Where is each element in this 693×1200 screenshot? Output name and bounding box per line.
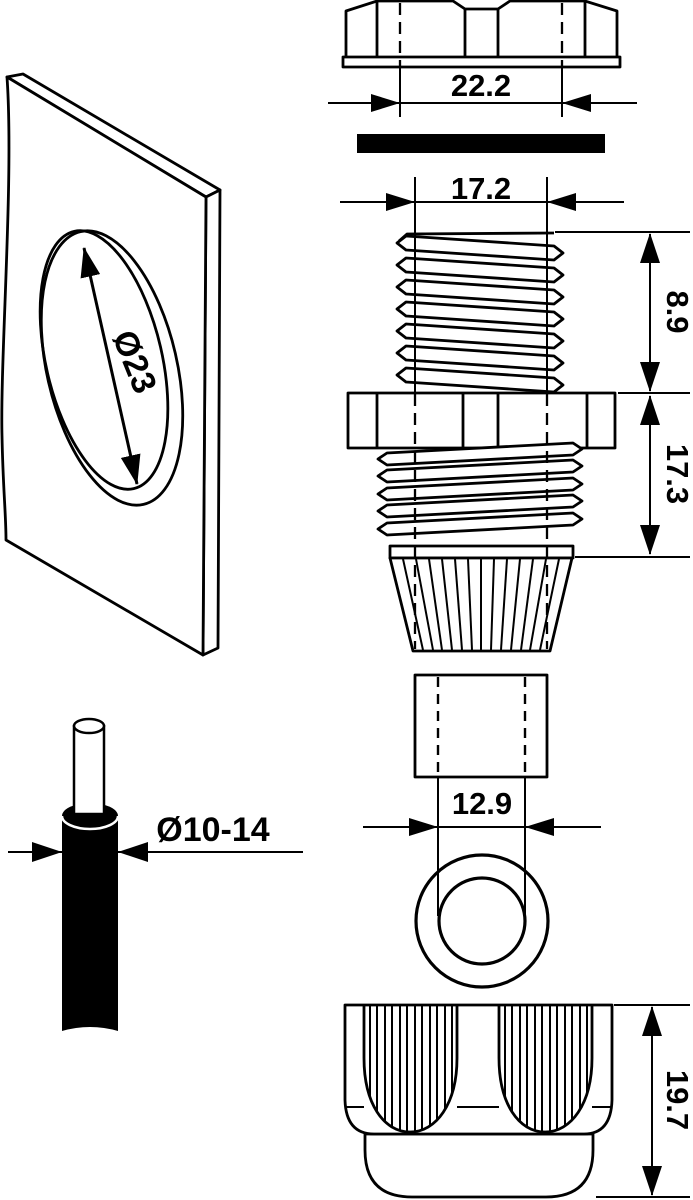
dimension-dome-nut-height: 19.7 — [596, 1004, 693, 1198]
clamp-cone-view — [388, 556, 574, 653]
dome-nut-grip-hatch-left — [369, 1005, 453, 1132]
dimension-cable-diameter: Ø10-14 — [8, 811, 303, 862]
dimension-thread-diameter: 17.2 — [340, 171, 624, 392]
body-thread-length-label: 17.3 — [660, 444, 693, 504]
cable-diameter-label: Ø10-14 — [156, 811, 269, 849]
thread-diameter-label: 17.2 — [451, 171, 511, 206]
dimension-upper-thread-length: 8.9 — [555, 231, 693, 392]
cable-conductor-top — [72, 717, 106, 735]
dome-nut-grip-left — [362, 1005, 459, 1134]
seal-insert-view — [413, 673, 549, 779]
insert-width-label: 12.9 — [452, 786, 512, 821]
dome-nut-height-label: 19.7 — [660, 1070, 693, 1130]
locknut-body — [344, 0, 619, 57]
cable-view: Ø10-14 — [8, 717, 303, 1031]
panel-hole-inner-ellipse — [38, 229, 170, 491]
oring-view — [414, 853, 550, 989]
panel-hole-diameter-arrow — [80, 247, 141, 485]
dome-nut-view — [343, 1003, 614, 1199]
gasket-seal — [357, 134, 605, 153]
locknut-flange — [341, 55, 622, 69]
hex-flange-view — [346, 391, 617, 450]
mounting-panel-view: Ø23 — [0, 72, 222, 657]
upper-thread-view — [395, 231, 565, 394]
dimension-body-thread-length: 17.3 — [575, 392, 693, 558]
locknut-view — [341, 0, 622, 69]
dimension-insert-width: 12.9 — [363, 777, 601, 916]
cable-jacket — [62, 816, 118, 1031]
lower-thread-view — [376, 441, 584, 560]
cable-jacket-rim — [60, 815, 120, 831]
dome-nut-lower — [363, 1132, 595, 1199]
thread-collar — [388, 544, 575, 560]
upper-thread-length-label: 8.9 — [660, 290, 693, 333]
dome-nut-grip-right — [497, 1005, 594, 1134]
dimension-locknut-width: 22.2 — [328, 67, 637, 117]
locknut-width-label: 22.2 — [451, 68, 511, 103]
cable-conductor — [72, 724, 106, 816]
